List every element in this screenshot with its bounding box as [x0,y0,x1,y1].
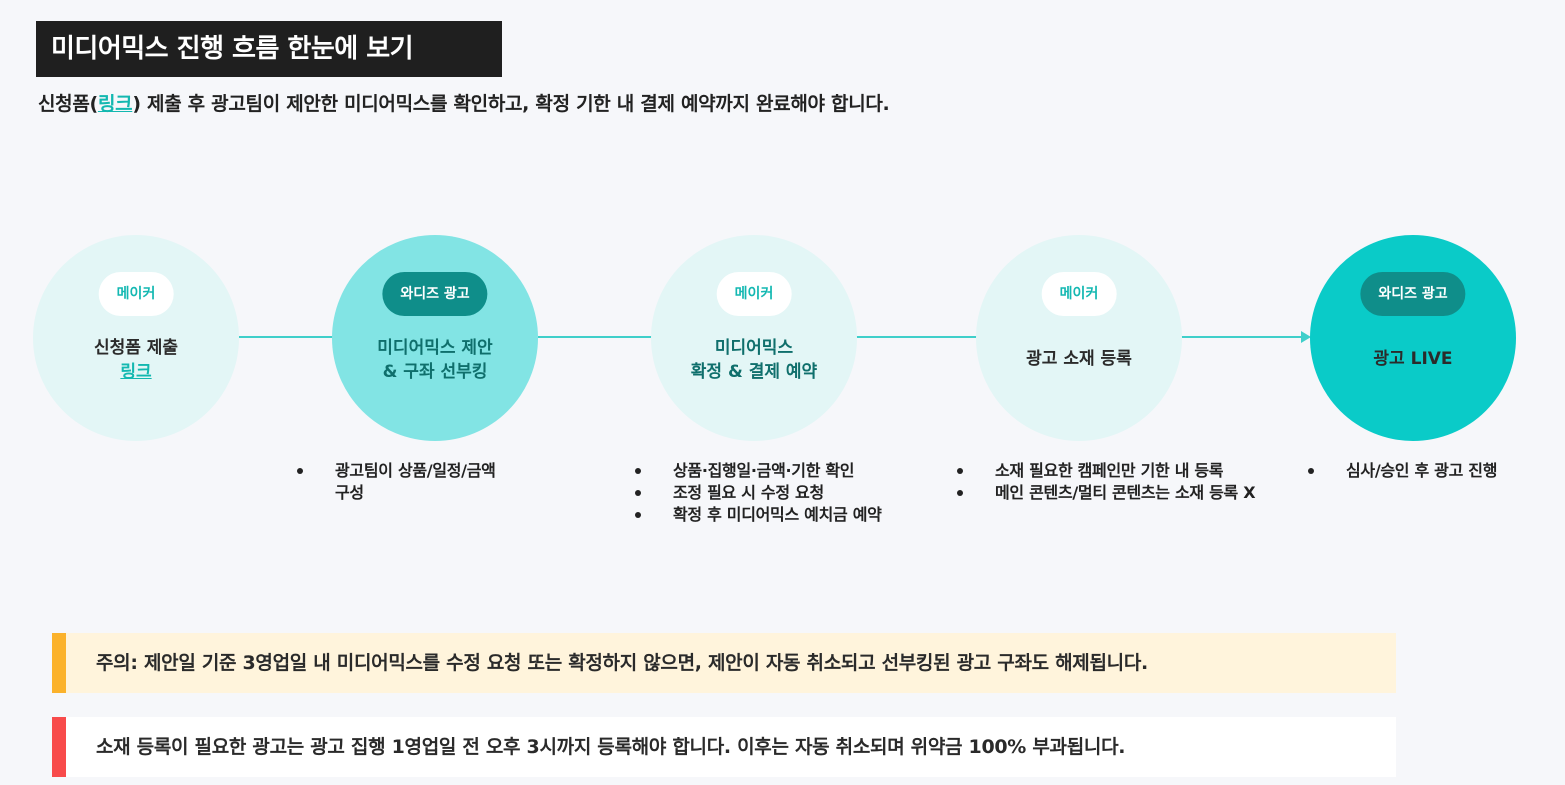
step-badge-maker: 메이커 [716,272,792,316]
step-badge-maker: 메이커 [98,272,174,316]
page-title: 미디어믹스 진행 흐름 한눈에 보기 [36,21,502,77]
list-item: 상품·집행일·금액·기한 확인 [633,460,882,482]
step-badge-wadiz: 와디즈 광고 [1360,272,1466,316]
alert-notice: 소재 등록이 필요한 광고는 광고 집행 1영업일 전 오후 3시까지 등록해야… [52,717,1396,777]
arrow-head-icon [1301,331,1311,343]
step-label-line2: & 구좌 선부킹 [382,362,488,382]
flow-connector-1 [239,336,335,338]
step-circle-application: 메이커 신청폼 제출 링크 [33,235,239,441]
step4-bullet-list: 심사/승인 후 광고 진행 [1306,460,1497,482]
step3-bullet-list: 소재 필요한 캠페인만 기한 내 등록 메인 콘텐츠/멀티 콘텐츠는 소재 등록… [955,460,1256,504]
step-label: 광고 소재 등록 [1026,349,1132,369]
list-item: 소재 필요한 캠페인만 기한 내 등록 [955,460,1255,482]
list-item-text-cont: 구성 [335,483,364,502]
step-circle-proposal: 와디즈 광고 미디어믹스 제안 & 구좌 선부킹 [332,235,538,441]
step-label-line1: 미디어믹스 제안 [377,338,493,358]
warning-notice: 주의: 제안일 기준 3영업일 내 미디어믹스를 수정 요청 또는 확정하지 않… [52,633,1396,693]
step-label-line2: 확정 & 결제 예약 [690,362,818,382]
flow-connector-3 [856,336,978,338]
step-label: 신청폼 제출 [93,338,179,358]
list-item: 메인 콘텐츠/멀티 콘텐츠는 소재 등록 X [955,482,1256,504]
list-item: 확정 후 미디어믹스 예치금 예약 [633,504,882,526]
step2-bullet-list: 상품·집행일·금액·기한 확인 조정 필요 시 수정 요청 확정 후 미디어믹스… [633,460,882,526]
subtitle-text-before: 신청폼( [38,93,98,115]
step-circle-creative: 메이커 광고 소재 등록 [976,235,1182,441]
step-circle-live: 와디즈 광고 광고 LIVE [1310,235,1516,441]
list-item-text: 광고팀이 상품/일정/금액 [335,461,496,480]
application-form-link-circle[interactable]: 링크 [120,362,152,382]
step-circle-confirm: 메이커 미디어믹스 확정 & 결제 예약 [651,235,857,441]
page-subtitle: 신청폼(링크) 제출 후 광고팀이 제안한 미디어믹스를 확인하고, 확정 기한… [38,89,890,116]
step-label: 광고 LIVE [1373,349,1453,369]
flow-connector-2 [538,336,653,338]
step-link-wrap: 링크 [33,360,239,384]
list-item: 심사/승인 후 광고 진행 [1306,460,1497,482]
step-badge-wadiz: 와디즈 광고 [382,272,488,316]
application-form-link[interactable]: 링크 [97,93,133,115]
subtitle-text-after: ) 제출 후 광고팀이 제안한 미디어믹스를 확인하고, 확정 기한 내 결제 … [132,93,890,115]
flow-connector-4 [1181,336,1303,338]
list-item: 조정 필요 시 수정 요청 [633,482,882,504]
step-badge-maker: 메이커 [1041,272,1117,316]
step-label-line1: 미디어믹스 [714,338,794,358]
